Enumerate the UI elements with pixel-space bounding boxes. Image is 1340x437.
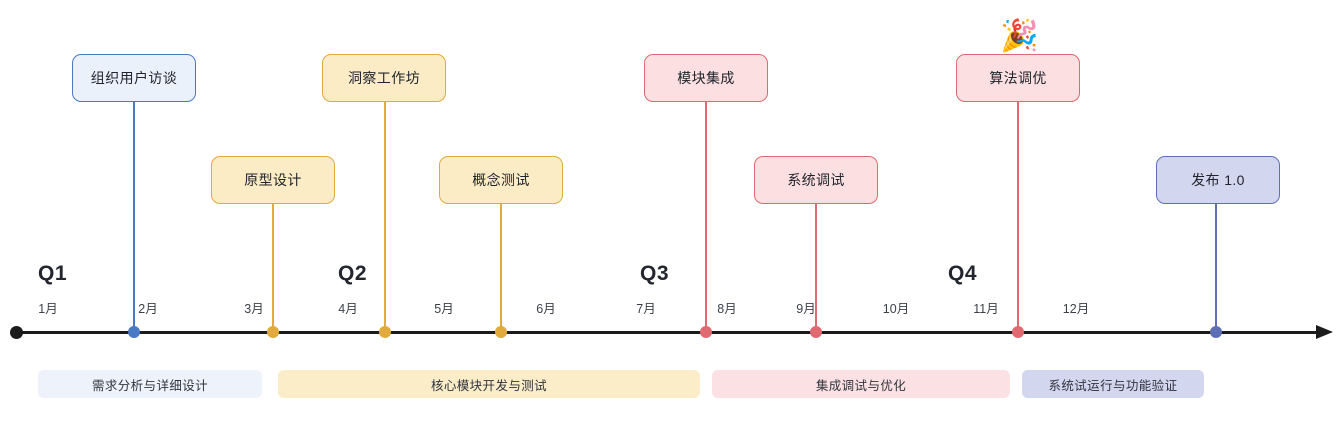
quarter-label-q3: Q3 [640, 262, 670, 285]
milestone-stem [705, 102, 707, 332]
milestone-card[interactable]: 发布 1.0 [1156, 156, 1280, 204]
milestone-stem [1215, 204, 1217, 332]
phase-bar[interactable]: 系统试运行与功能验证 [1022, 370, 1204, 398]
month-label: 9月 [796, 302, 816, 316]
month-label: 8月 [717, 302, 737, 316]
milestone-dot[interactable] [700, 326, 712, 338]
milestone-card[interactable]: 算法调优 [956, 54, 1080, 102]
month-label: 3月 [244, 302, 264, 316]
milestone-dot[interactable] [1012, 326, 1024, 338]
month-label: 10月 [882, 302, 910, 316]
month-label: 5月 [434, 302, 454, 316]
quarter-label-q1: Q1 [38, 262, 68, 285]
milestone-dot[interactable] [495, 326, 507, 338]
milestone-card[interactable]: 概念测试 [439, 156, 563, 204]
milestone-dot[interactable] [267, 326, 279, 338]
month-label: 7月 [636, 302, 656, 316]
month-label: 6月 [536, 302, 556, 316]
milestone-stem [1017, 102, 1019, 332]
month-label: 12月 [1062, 302, 1090, 316]
month-label: 2月 [138, 302, 158, 316]
phase-bar[interactable]: 需求分析与详细设计 [38, 370, 262, 398]
axis-line [16, 331, 1316, 334]
milestone-card[interactable]: 系统调试 [754, 156, 878, 204]
month-label: 11月 [973, 302, 999, 316]
milestone-stem [815, 204, 817, 332]
phase-bar[interactable]: 集成调试与优化 [712, 370, 1010, 398]
milestone-stem [384, 102, 386, 332]
axis-arrow-icon [1316, 325, 1333, 339]
milestone-stem [272, 204, 274, 332]
milestone-card[interactable]: 组织用户访谈 [72, 54, 196, 102]
milestone-dot[interactable] [379, 326, 391, 338]
month-label: 4月 [338, 302, 358, 316]
phase-bar[interactable]: 核心模块开发与测试 [278, 370, 700, 398]
quarter-label-q4: Q4 [948, 262, 978, 285]
milestone-stem [500, 204, 502, 332]
milestone-stem [133, 102, 135, 332]
milestone-card[interactable]: 原型设计 [211, 156, 335, 204]
milestone-card[interactable]: 模块集成 [644, 54, 768, 102]
milestone-dot[interactable] [810, 326, 822, 338]
party-popper-icon: 🎉 [1000, 18, 1039, 53]
milestone-dot[interactable] [128, 326, 140, 338]
month-label: 1月 [38, 302, 58, 316]
milestone-dot[interactable] [1210, 326, 1222, 338]
quarter-label-q2: Q2 [338, 262, 368, 285]
milestone-card[interactable]: 洞察工作坊 [322, 54, 446, 102]
